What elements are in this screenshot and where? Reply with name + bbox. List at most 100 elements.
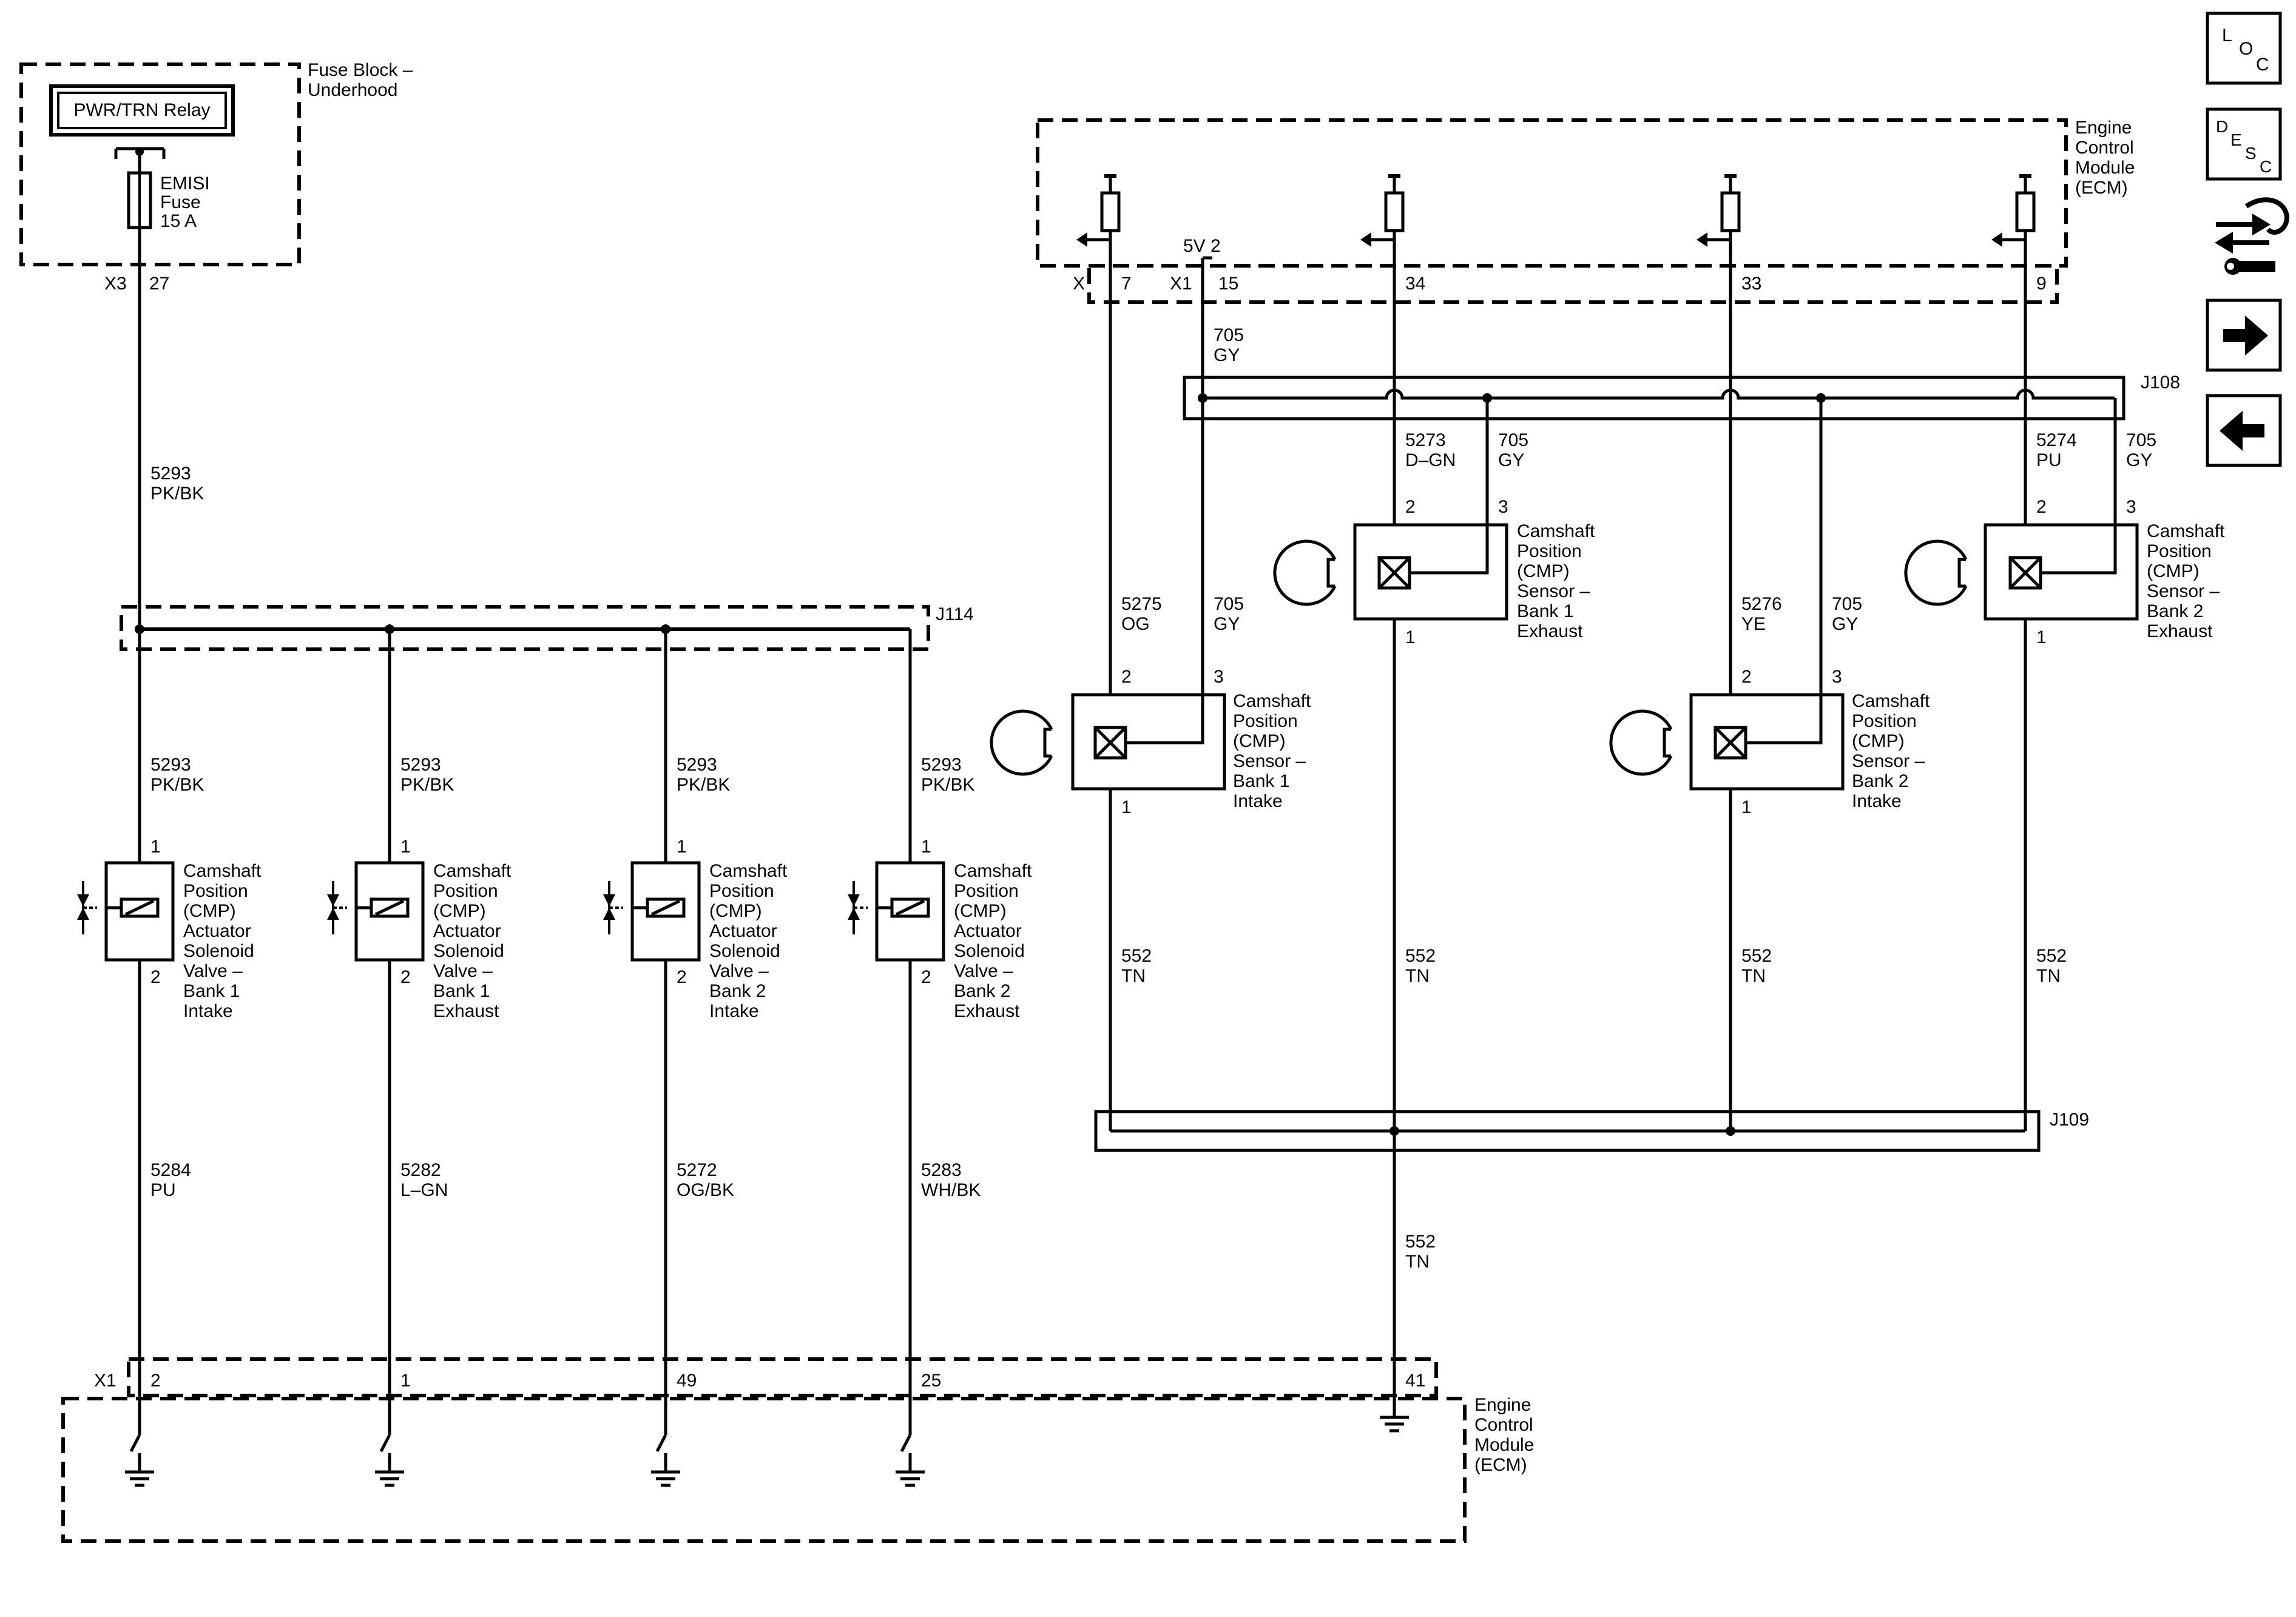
sensor4-ref-number: 705 [2126, 430, 2156, 450]
sol4-out-color: WH/BK [921, 1180, 981, 1200]
sensor3-pin-low: 1 [1741, 797, 1752, 817]
sensor2-ref-number: 705 [1498, 430, 1528, 450]
relay-label: PWR/TRN Relay [73, 100, 210, 120]
sensor2-low-number: 552 [1405, 946, 1436, 966]
sol3-out-color: OG/BK [677, 1180, 734, 1200]
sensor4-sig-color: PU [2036, 450, 2062, 470]
sensor3-ref-number: 705 [1832, 594, 1862, 614]
ecm-bottom-boundary [61, 1397, 1467, 1543]
sol4-pin-top: 1 [921, 837, 931, 857]
ecm-bottom-title-2: Control [1474, 1415, 1533, 1435]
sol3-l6: Valve – [709, 961, 769, 981]
ecm-top-connector-boundary [1087, 264, 2059, 304]
ecm-top-title-1: Engine [2075, 118, 2132, 138]
sensor-bank2-exhaust: 5274 PU 705 GY 2 3 1 Camshaft Position (… [1904, 240, 2225, 1131]
sol4-feed-number: 5293 [921, 755, 962, 775]
sol3-l3: (CMP) [709, 901, 762, 921]
solenoid-bank1-intake: 5293 PK/BK 1 2 Camshaft Position (CMP) A… [77, 755, 262, 1200]
ref-5v-wire: 705 GY [1201, 258, 1244, 398]
sol2-l8: Exhaust [433, 1001, 499, 1021]
ground-icon [375, 1461, 404, 1485]
sensor2-l2: Position [1517, 541, 1582, 561]
loc-button[interactable]: L O C [2206, 12, 2282, 85]
sol1-l5: Solenoid [183, 941, 254, 961]
splice-j109: J109 [1094, 1110, 2089, 1152]
sensor2-l6: Exhaust [1517, 621, 1583, 641]
sensor2-l1: Camshaft [1517, 521, 1595, 541]
sensor2-l4: Sensor – [1517, 581, 1590, 601]
sol4-l7: Bank 2 [954, 981, 1010, 1001]
sensor3-l3: (CMP) [1852, 731, 1905, 751]
low-ref-main-color: TN [1405, 1252, 1430, 1272]
ecm-bottom-title-3: Module [1474, 1435, 1534, 1455]
sol3-l5: Solenoid [709, 941, 780, 961]
ecm-bottom-pin-1: 1 [400, 1371, 411, 1391]
low-ref-main-number: 552 [1405, 1232, 1436, 1252]
sol1-l2: Position [183, 881, 248, 901]
sensor-bank2-intake: 5276 YE 705 GY 2 3 1 Camshaft Position (… [1609, 240, 1930, 1131]
loc-o: O [2239, 39, 2253, 59]
sensor1-l3: (CMP) [1233, 731, 1286, 751]
diagnostic-icon[interactable] [2215, 197, 2289, 275]
ground-icon [651, 1461, 680, 1485]
sensor2-pin-sig: 2 [1405, 497, 1416, 517]
next-page-button[interactable] [2206, 299, 2282, 372]
sol1-actuator-icon [77, 881, 97, 934]
ecm-5v-ref: 5V 2 [1183, 236, 1221, 256]
ecm-top-title-2: Control [2075, 138, 2134, 158]
sensor3-pin-ref: 3 [1832, 667, 1842, 687]
ecm-bottom-connector: X1 [94, 1371, 116, 1391]
relay-box-outer [49, 84, 235, 137]
sol3-pin-top: 1 [677, 837, 687, 857]
sensor4-sig-number: 5274 [2036, 430, 2077, 450]
ecm-bottom-title-1: Engine [1474, 1395, 1531, 1415]
sensor3-low-color: TN [1741, 966, 1766, 986]
ecm-top-connector-x1: X1 [1170, 274, 1192, 294]
sensor4-low-number: 552 [2036, 946, 2067, 966]
ecm-bottom-pin-41: 41 [1405, 1371, 1425, 1391]
sensor4-l2: Position [2147, 541, 2212, 561]
splice-j114: J114 [120, 604, 974, 651]
ground-icon [1380, 1406, 1409, 1431]
ecm-bottom-pin-25: 25 [921, 1371, 941, 1391]
sensor4-body [1984, 523, 2139, 621]
sensor1-l6: Intake [1233, 791, 1283, 811]
sol3-feed-number: 5293 [677, 755, 717, 775]
sol1-l8: Intake [183, 1001, 233, 1021]
ecm-top-pin-9: 9 [2036, 274, 2047, 294]
fuse-name: EMISI [160, 174, 210, 194]
fuse-connector: X3 [104, 274, 127, 294]
solenoid-bank2-exhaust: 5293 PK/BK 1 2 Camshaft Position (CMP) A… [848, 629, 1032, 1435]
sensor3-l4: Sensor – [1852, 751, 1925, 771]
ecm-low-side-driver-2 [375, 1434, 404, 1485]
sol3-l8: Intake [709, 1001, 759, 1021]
sensor3-sig-number: 5276 [1741, 594, 1782, 614]
sol1-out-color: PU [150, 1180, 176, 1200]
sensor1-pin-low: 1 [1121, 797, 1132, 817]
sol4-l5: Solenoid [954, 941, 1025, 961]
sensor3-l1: Camshaft [1852, 691, 1930, 711]
sensor2-low-color: TN [1405, 966, 1430, 986]
ecm-pullup-34 [1360, 176, 1403, 247]
sol2-l1: Camshaft [433, 861, 512, 881]
sol3-out-number: 5272 [677, 1160, 717, 1180]
sensor1-pin-sig: 2 [1121, 667, 1132, 687]
fuse-pin: 27 [149, 274, 169, 294]
previous-page-button[interactable] [2206, 394, 2282, 467]
j109-bar [1094, 1110, 2041, 1152]
sol3-l4: Actuator [709, 921, 777, 941]
sol1-feed-color: PK/BK [150, 775, 204, 795]
desc-button[interactable]: D E S C [2206, 107, 2282, 181]
fuse-block: Fuse Block – Underhood PWR/TRN Relay EMI… [19, 60, 413, 294]
ecm-bottom: X1 2 1 49 25 41 Engine Control Module (E… [61, 1357, 1534, 1543]
sensor3-sig-color: YE [1741, 614, 1766, 634]
sol3-l2: Position [709, 881, 774, 901]
sensor3-l6: Intake [1852, 791, 1902, 811]
sol1-pin-top: 1 [150, 837, 161, 857]
sensor2-body [1353, 523, 1508, 621]
sensor2-l3: (CMP) [1517, 561, 1570, 581]
sol4-l6: Valve – [954, 961, 1013, 981]
sol2-actuator-icon [327, 881, 347, 934]
arrow-left-icon [2220, 411, 2264, 451]
j114-boundary [120, 605, 930, 651]
